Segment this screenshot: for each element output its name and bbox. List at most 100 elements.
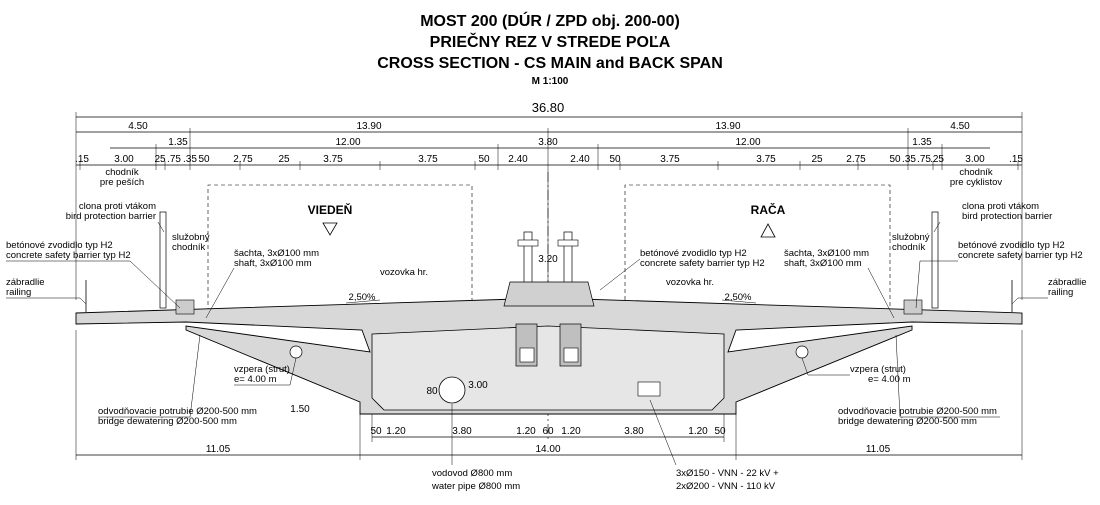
pylon-height: 3.20 bbox=[538, 254, 558, 265]
cables-line1: 3xØ150 - VNN - 22 kV + bbox=[676, 468, 779, 479]
strut-left-line2: e= 4.00 m bbox=[234, 374, 277, 385]
dim-row4-23: 3.00 bbox=[965, 154, 985, 165]
slope-left: 2,50% bbox=[349, 292, 376, 303]
service-walk-left-line2: chodník bbox=[172, 242, 206, 253]
dim-bottom-left: 11.05 bbox=[206, 444, 231, 455]
safety-barrier-left-line2: concrete safety barrier typ H2 bbox=[6, 250, 131, 261]
leader-lines bbox=[6, 221, 1048, 466]
water-pipe-line1: vodovod Ø800 mm bbox=[432, 468, 512, 479]
anchor-hole-right bbox=[563, 347, 579, 363]
safety-barrier-left-line1: betónové zvodidlo typ H2 bbox=[6, 240, 113, 251]
dim-row4: .15 3.00 25 .75 .35 50 2.75 25 3.75 3.75… bbox=[75, 154, 1023, 165]
sidewalk-left-line2: pre peších bbox=[100, 177, 144, 188]
dim-bottom-9: 50 bbox=[714, 426, 726, 437]
railing-left-line1: zábradlie bbox=[6, 277, 45, 288]
central-barrier bbox=[503, 231, 595, 307]
pipe-300: 3.00 bbox=[468, 380, 488, 391]
anchor-hole-left bbox=[519, 347, 535, 363]
slope-right: 2,50% bbox=[725, 292, 752, 303]
direction-right: RAČA bbox=[751, 202, 786, 217]
sidewalk-right-line1: chodník bbox=[959, 167, 993, 178]
arrow-up-icon bbox=[760, 223, 776, 238]
carriageway-top-right: vozovka hr. bbox=[666, 277, 714, 288]
bird-barrier-right-line1: clona proti vtákom bbox=[962, 201, 1039, 212]
box-girder bbox=[371, 325, 725, 411]
safety-barrier-center-line2: concrete safety barrier typ H2 bbox=[640, 258, 765, 269]
dim-bottom-2: 1.20 bbox=[386, 426, 406, 437]
dim-row4-4: .75 bbox=[167, 154, 181, 165]
bird-barrier-left-line2: bird protection barrier bbox=[66, 211, 156, 222]
dim-row4-20: .35 bbox=[902, 154, 916, 165]
bottom-dimension-lines bbox=[75, 330, 1023, 460]
dim-row4-7: 2.75 bbox=[233, 154, 253, 165]
railing-right-line2: railing bbox=[1048, 287, 1073, 298]
railing-left-line2: railing bbox=[6, 287, 31, 298]
dim-row4-1: .15 bbox=[75, 154, 89, 165]
bird-barrier-right-line2: bird protection barrier bbox=[962, 211, 1052, 222]
arrow-down-icon bbox=[322, 222, 338, 236]
dim-bottom-4: 1.20 bbox=[516, 426, 536, 437]
dim-bottom-1: 50 bbox=[370, 426, 382, 437]
dim-bottom-center: 14.00 bbox=[535, 444, 560, 455]
sidewalk-right-line2: pre cyklistov bbox=[950, 177, 1003, 188]
dim-row4-19: 50 bbox=[889, 154, 901, 165]
safety-barrier-right bbox=[903, 299, 923, 315]
top-dimension-lines bbox=[75, 112, 1023, 300]
safety-barrier-right-line2: concrete safety barrier typ H2 bbox=[958, 250, 1083, 261]
bird-barrier-left-line1: clona proti vtákom bbox=[79, 201, 156, 212]
title-line-2: PRIEČNY REZ V STREDE POĽA bbox=[430, 32, 671, 51]
safety-barrier-left bbox=[175, 299, 195, 315]
service-walk-right-line1: služobný bbox=[892, 232, 930, 243]
shaft-left-line2: shaft, 3xØ100 mm bbox=[234, 258, 312, 269]
dim-row4-9: 3.75 bbox=[323, 154, 343, 165]
bird-barrier-left bbox=[159, 211, 167, 309]
dim-row3-5: 1.35 bbox=[912, 137, 932, 148]
dim-row4-16: 3.75 bbox=[756, 154, 776, 165]
strut-right-line2: e= 4.00 m bbox=[868, 374, 911, 385]
safety-barrier-center-line1: betónové zvodidlo typ H2 bbox=[640, 248, 747, 259]
dim-row3-3: 3.80 bbox=[538, 137, 558, 148]
railing-right-line1: zábradlie bbox=[1048, 277, 1087, 288]
dim-row2-1: 4.50 bbox=[128, 121, 148, 132]
shaft-left-line1: šachta, 3xØ100 mm bbox=[234, 248, 319, 259]
dim-row4-15: 3.75 bbox=[660, 154, 680, 165]
sidewalk-left-line1: chodník bbox=[105, 167, 139, 178]
title-line-3: CROSS SECTION - CS MAIN and BACK SPAN bbox=[377, 55, 723, 72]
dim-row2-2: 13.90 bbox=[356, 121, 381, 132]
dim-row4-22: .25 bbox=[930, 154, 944, 165]
service-walk-right-line2: chodník bbox=[892, 242, 926, 253]
dim-row4-21: .75 bbox=[917, 154, 931, 165]
cables-line2: 2xØ200 - VNN - 110 kV bbox=[676, 481, 776, 492]
water-pipe-line2: water pipe Ø800 mm bbox=[431, 481, 520, 492]
dewatering-right-line1: odvodňovacie potrubie Ø200-500 mm bbox=[838, 406, 997, 417]
dewatering-left-line1: odvodňovacie potrubie Ø200-500 mm bbox=[98, 406, 257, 417]
dewatering-pipe-left-icon bbox=[289, 345, 303, 359]
dim-total: 36.80 bbox=[532, 100, 565, 115]
dim-row3-4: 12.00 bbox=[735, 137, 760, 148]
dim-bottom-3: 3.80 bbox=[452, 426, 472, 437]
dim-row4-3: 25 bbox=[154, 154, 166, 165]
title-scale: M 1:100 bbox=[532, 76, 569, 87]
water-pipe-icon bbox=[438, 376, 466, 404]
dim-bottom-right: 11.05 bbox=[866, 444, 891, 455]
safety-barrier-right-line1: betónové zvodidlo typ H2 bbox=[958, 240, 1065, 251]
dim-row4-2: 3.00 bbox=[114, 154, 134, 165]
clearance-left bbox=[207, 184, 473, 312]
dim-row3-1: 1.35 bbox=[168, 137, 188, 148]
dim-row4-8: 25 bbox=[278, 154, 290, 165]
dim-row4-13: 2.40 bbox=[570, 154, 590, 165]
dim-row4-6: 50 bbox=[198, 154, 210, 165]
dim-row4-18: 2.75 bbox=[846, 154, 866, 165]
dewatering-left-line2: bridge dewatering Ø200-500 mm bbox=[98, 416, 237, 427]
clearance-right bbox=[624, 184, 891, 312]
carriageway-top-left: vozovka hr. bbox=[380, 267, 428, 278]
dim-row4-11: 50 bbox=[478, 154, 490, 165]
dim-row4-10: 3.75 bbox=[418, 154, 438, 165]
dim-row4-17: 25 bbox=[811, 154, 823, 165]
dim-row2-4: 4.50 bbox=[950, 121, 970, 132]
dim-bottom-7: 3.80 bbox=[624, 426, 644, 437]
service-walk-left-line1: služobný bbox=[172, 232, 210, 243]
dim-row4-24: .15 bbox=[1009, 154, 1023, 165]
dewatering-right-line2: bridge dewatering Ø200-500 mm bbox=[838, 416, 977, 427]
